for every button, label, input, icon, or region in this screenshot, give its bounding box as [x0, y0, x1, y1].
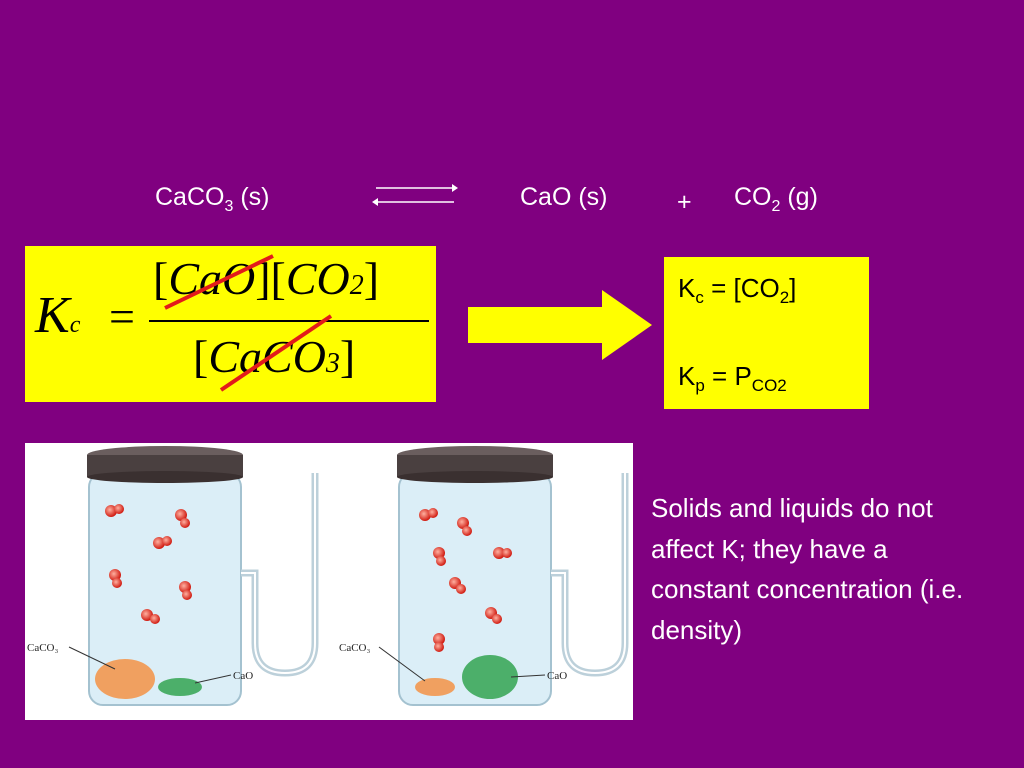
fraction-bar	[149, 320, 429, 322]
caco3-term: CaCO	[208, 331, 326, 382]
label-caco3-left: CaCO₃	[27, 642, 59, 654]
kp-result: Kp = PCO2	[678, 361, 787, 396]
product-co2: CO2 (g)	[734, 183, 818, 215]
equilibrium-arrows-icon	[372, 184, 458, 206]
right-arrow-icon	[468, 290, 652, 360]
strike-caco3-icon	[219, 314, 333, 392]
kc-denominator: [CaCO3]	[193, 331, 356, 382]
jar-left	[87, 446, 319, 706]
jars-illustration: CaCO₃ CaO CaCO₃ CaO	[25, 443, 633, 720]
reactant-formula: CaCO3 (s)	[155, 183, 270, 215]
kc-equals: =	[109, 291, 135, 342]
kc-result: Kc = [CO2]	[678, 273, 797, 308]
co2-molecules	[105, 504, 512, 652]
plus-sign: +	[677, 188, 692, 216]
result-box: Kc = [CO2] Kp = PCO2	[664, 257, 869, 409]
label-cao-right: CaO	[547, 670, 567, 682]
kc-numerator: [CaO][CO2]	[153, 253, 380, 304]
kc-expression-box: Kc = [CaO][CO2] [CaCO3]	[25, 246, 436, 402]
explanation-note: Solids and liquids do not affect K; they…	[651, 493, 964, 645]
product-cao: CaO (s)	[520, 183, 608, 211]
label-cao-left: CaO	[233, 670, 253, 682]
strike-marks	[164, 254, 333, 392]
jar-right	[397, 446, 629, 706]
cao-term: CaO	[168, 253, 256, 304]
label-caco3-right: CaCO₃	[339, 642, 371, 654]
jars-drawing: CaCO₃ CaO CaCO₃ CaO	[27, 446, 629, 706]
kc-symbol: Kc	[35, 287, 81, 344]
strike-cao-icon	[164, 254, 274, 310]
